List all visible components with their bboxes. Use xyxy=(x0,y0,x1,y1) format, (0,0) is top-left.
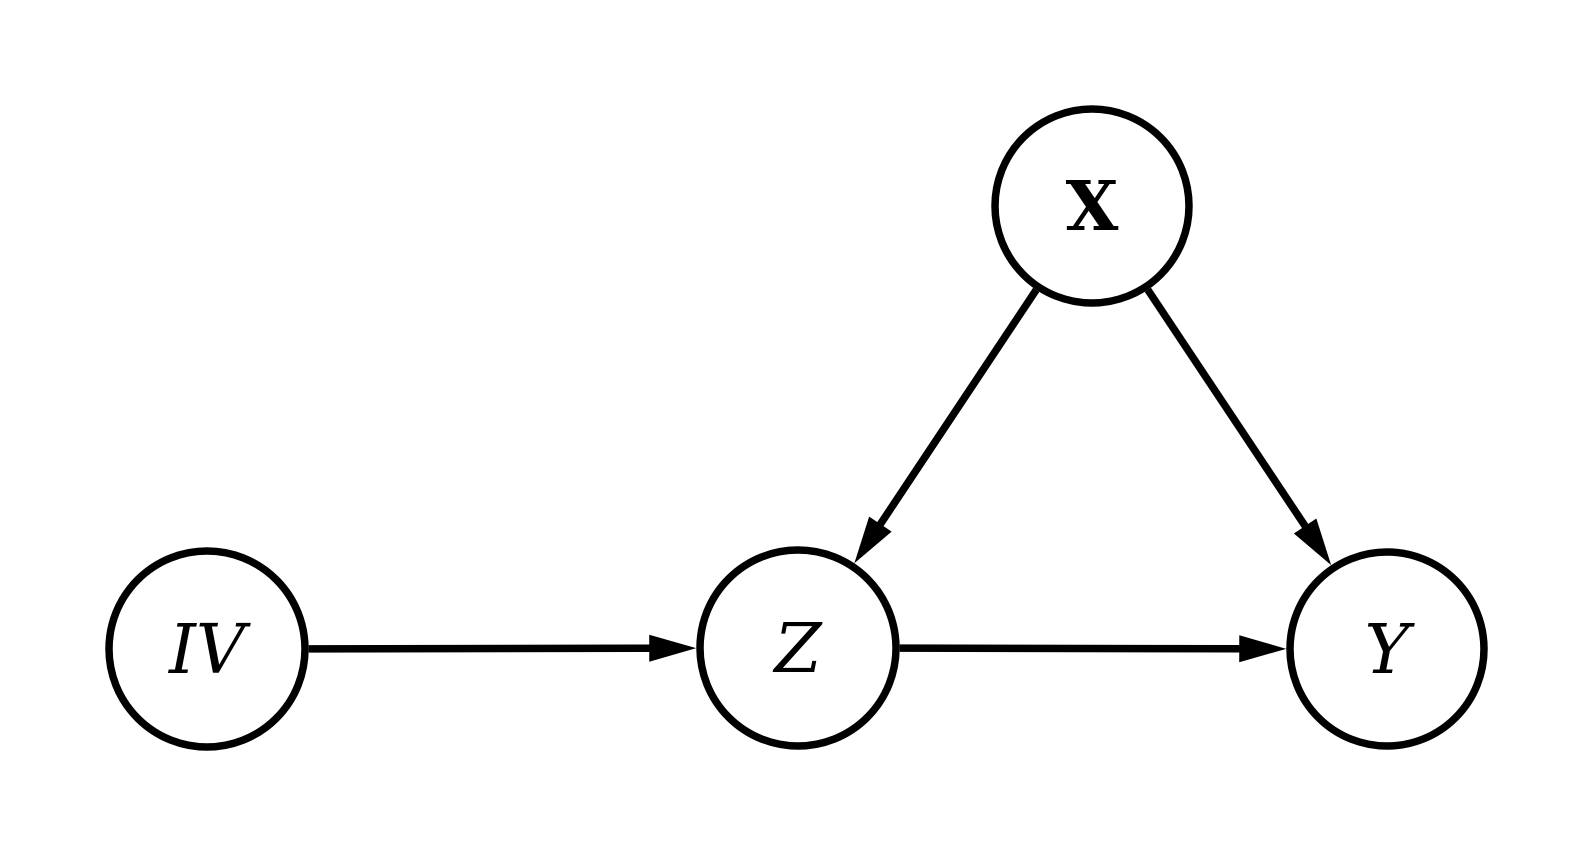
node-label: X xyxy=(1066,167,1119,247)
node-Z: Z xyxy=(696,546,900,750)
node-label: IV xyxy=(167,611,251,690)
node-IV: IV xyxy=(105,547,309,751)
node-circle xyxy=(105,547,309,751)
nodes-layer: X IV Z Y xyxy=(105,105,1488,751)
edge-line xyxy=(308,644,654,653)
edge-line xyxy=(1144,287,1311,532)
edge-line xyxy=(899,644,1244,653)
edge-Z-to-Y xyxy=(899,635,1287,663)
edge-arrowhead xyxy=(854,516,892,564)
edge-arrowhead xyxy=(1293,518,1332,566)
edges-layer xyxy=(308,287,1332,663)
node-circle xyxy=(696,546,900,750)
edge-line xyxy=(875,287,1040,530)
node-Y: Y xyxy=(1286,548,1488,750)
edge-X-to-Y xyxy=(1144,287,1332,566)
node-circle xyxy=(1286,548,1488,750)
edge-IV-to-Z xyxy=(308,634,697,662)
node-label: Y xyxy=(1365,611,1416,690)
edge-arrowhead xyxy=(1239,635,1287,663)
edge-arrowhead xyxy=(649,634,697,662)
edge-X-to-Z xyxy=(854,287,1040,564)
node-label: Z xyxy=(772,610,823,689)
node-X: X xyxy=(991,105,1193,307)
node-circle xyxy=(991,105,1193,307)
